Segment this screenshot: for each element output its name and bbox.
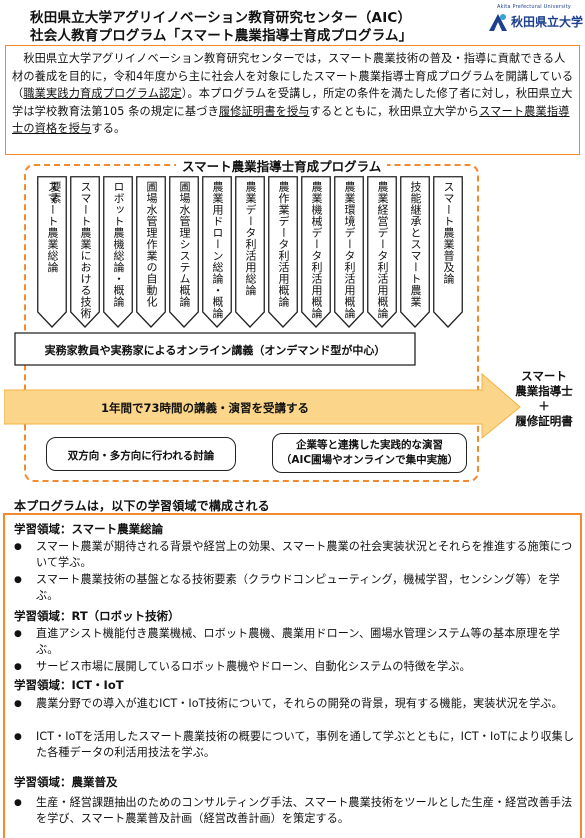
domain-item-text: スマート農業技術の基盤となる技術要素（クラウドコンピューティング，機械学習，セン… xyxy=(36,573,561,602)
domain-item: ● スマート農業技術の基盤となる技術要素（クラウドコンピューティング，機械学習，セ… xyxy=(14,572,579,604)
program-diagram: スマート農業指導士育成プログラム スマート農業総論 スマート農業における技術要素… xyxy=(4,156,581,483)
domain-heading: 学習領域：農業普及 xyxy=(14,775,118,789)
course-card: ロボット農機総論・概論 xyxy=(103,176,133,328)
intro-text-1: 秋田県立大学アグリイノベーション教育研究センターでは，スマート農業技術の普及・指… xyxy=(12,52,574,101)
university-emblem-icon xyxy=(489,14,507,31)
course-label: 農業データ利活用総論 xyxy=(244,181,257,296)
course-card: 圃場水管理作業の自動化 xyxy=(136,176,166,328)
domain-heading: 学習領域：スマート農業総論 xyxy=(14,522,164,536)
lecture-hours-text: 1年間で73時間の講義・演習を受講する xyxy=(100,401,309,415)
course-label: 農業環境データ利活用概論 xyxy=(343,181,356,319)
course-card: 技能継承とスマート農業 xyxy=(400,176,430,328)
discussion-pill: 双方向・多方向に行われる討論 xyxy=(46,437,236,471)
practice-line2: （AIC圃場やオンラインで集中実施） xyxy=(280,454,459,466)
online-lecture-banner: 実務家教員や実務家によるオンライン講義（オンデマンド型が中心） xyxy=(14,332,506,366)
course-label: 圃場水管理作業の自動化 xyxy=(145,181,158,308)
bullet-icon: ● xyxy=(14,542,22,552)
outcome-plus: ＋ xyxy=(538,399,550,413)
course-card: 農業環境データ利活用概論 xyxy=(334,176,364,328)
intro-text-4: する。 xyxy=(91,122,126,136)
intro-text-3: するとともに，秋田県立大学から xyxy=(309,104,480,118)
domain-item-text: スマート農業が期待される背景や経営上の効果、スマート農業の社会実装状況とそれらを… xyxy=(36,540,573,569)
discussion-text: 双方向・多方向に行われる討論 xyxy=(67,450,215,462)
course-label: 農業機械データ利活用概論 xyxy=(310,181,323,319)
course-card: スマート農業総論 xyxy=(37,176,67,328)
course-label: スマート農業における技術要素 xyxy=(49,181,92,319)
bullet-icon: ● xyxy=(14,629,22,639)
page-header: 秋田県立大学アグリイノベーション教育研究センター（AIC） 社会人教育プログラム… xyxy=(0,0,585,44)
lecture-hours-arrow: 1年間で73時間の講義・演習を受講する xyxy=(4,372,526,440)
intro-box: 秋田県立大学アグリイノベーション教育研究センターでは，スマート農業技術の普及・指… xyxy=(5,45,580,155)
domain-item: ● スマート農業が期待される背景や経営上の効果、スマート農業の社会実装状況とそれら… xyxy=(14,539,579,571)
program-outcome: スマート 農業指導士 ＋ 履修証明書 xyxy=(504,369,584,429)
intro-underline-certificate: 履修証明書を授与 xyxy=(218,104,310,118)
course-label: スマート農業普及論 xyxy=(442,181,455,285)
course-card: 農業機械データ利活用概論 xyxy=(301,176,331,328)
domain-item-text: ICT・IoTを活用したスマート農業技術の概要について，事例を通して学ぶとともに… xyxy=(36,730,575,759)
intro-paragraph: 秋田県立大学アグリイノベーション教育研究センターでは，スマート農業技術の普及・指… xyxy=(12,50,574,138)
bullet-icon: ● xyxy=(14,662,22,672)
course-card: 農作業データ利活用概論 xyxy=(268,176,298,328)
course-label: 圃場水管理システム概論 xyxy=(178,181,191,308)
domain-item: ● 農業分野での導入が進むICT・IoT技術について，それらの開発の背景，現有する… xyxy=(14,696,579,712)
bullet-icon: ● xyxy=(14,575,22,585)
outcome-line2: 農業指導士 xyxy=(515,384,573,398)
course-label: 農業用ドローン総論・概論 xyxy=(211,181,224,319)
online-banner-shape xyxy=(14,332,416,366)
course-card: 農業データ利活用総論 xyxy=(235,176,265,328)
domains-box: 学習領域：スマート農業総論 ● スマート農業が期待される背景や経営上の効果、スマー… xyxy=(3,513,582,838)
outcome-line1: スマート xyxy=(521,369,567,383)
course-label: 農業経営データ利活用概論 xyxy=(376,181,389,319)
course-label: 技能継承とスマート農業 xyxy=(409,181,422,308)
domain-item: ● 直進アシスト機能付き農業機械、ロボット農機、農業用ドローン、圃場水管理システム… xyxy=(14,626,579,658)
course-label: スマート農業総論 xyxy=(46,181,59,273)
domain-item: ● ICT・IoTを活用したスマート農業技術の概要について，事例を通して学ぶととも… xyxy=(14,729,579,761)
domain-item-text: 直進アシスト機能付き農業機械、ロボット農機、農業用ドローン、圃場水管理システム等… xyxy=(36,627,561,656)
page-title-line2: 社会人教育プログラム「スマート農業指導士育成プログラム」 xyxy=(30,28,413,44)
page-title-line1: 秋田県立大学アグリイノベーション教育研究センター（AIC） xyxy=(30,10,412,26)
intro-underline-qualification: スマート農業指導士の資格を授与 xyxy=(12,104,570,136)
course-card: 農業用ドローン総論・概論 xyxy=(202,176,232,328)
intro-text-2: ）。本プログラムを受講し，所定の条件を満たした修了者に対し，秋田県立大学は学校教… xyxy=(12,87,573,118)
course-label: 農作業データ利活用概論 xyxy=(277,181,290,308)
intro-underline-certification: 職業実践力育成プログラム認定 xyxy=(23,87,182,101)
arrow-shape xyxy=(4,372,521,440)
domains-lead: 本プログラムは，以下の学習領域で構成される xyxy=(14,499,270,513)
domain-item: ● 生産・経営課題抽出のためのコンサルティング手法、スマート農業技術をツールとした… xyxy=(14,795,579,827)
course-card: 農業経営データ利活用概論 xyxy=(367,176,397,328)
domain-item-text: 農業分野での導入が進むICT・IoT技術について，それらの開発の背景，現有する機… xyxy=(36,697,563,710)
practice-pill: 企業等と連携した実践的な演習 （AIC圃場やオンラインで集中実施） xyxy=(272,433,467,473)
domain-item-text: 生産・経営課題抽出のためのコンサルティング手法、スマート農業技術をツールとした生… xyxy=(36,796,573,825)
bullet-icon: ● xyxy=(14,798,22,808)
domain-heading: 学習領域：ICT・IoT xyxy=(14,678,124,692)
domain-item: ● サービス市場に展開しているロボット農機やドローン、自動化システムの特徴を学ぶ。 xyxy=(14,659,579,675)
logo-japanese-name: 秋田県立大学 xyxy=(511,15,584,29)
domain-item-text: サービス市場に展開しているロボット農機やドローン、自動化システムの特徴を学ぶ。 xyxy=(36,660,471,673)
bullet-icon: ● xyxy=(14,732,22,742)
course-card: 圃場水管理システム概論 xyxy=(169,176,199,328)
online-lecture-text: 実務家教員や実務家によるオンライン講義（オンデマンド型が中心） xyxy=(44,344,386,357)
domain-heading: 学習領域：RT（ロボット技術） xyxy=(14,609,180,623)
practice-line1: 企業等と連携した実践的な演習 xyxy=(296,439,443,451)
bullet-icon: ● xyxy=(14,699,22,709)
university-logo: Akita Prefectural University 秋田県立大学 xyxy=(487,4,583,34)
course-card: スマート農業普及論 xyxy=(433,176,463,328)
course-label: ロボット農機総論・概論 xyxy=(112,181,125,308)
course-card: スマート農業における技術要素 xyxy=(49,176,100,328)
program-title: スマート農業指導士育成プログラム xyxy=(176,156,388,175)
logo-english-name: Akita Prefectural University xyxy=(497,4,571,10)
outcome-line3: 履修証明書 xyxy=(515,414,573,428)
